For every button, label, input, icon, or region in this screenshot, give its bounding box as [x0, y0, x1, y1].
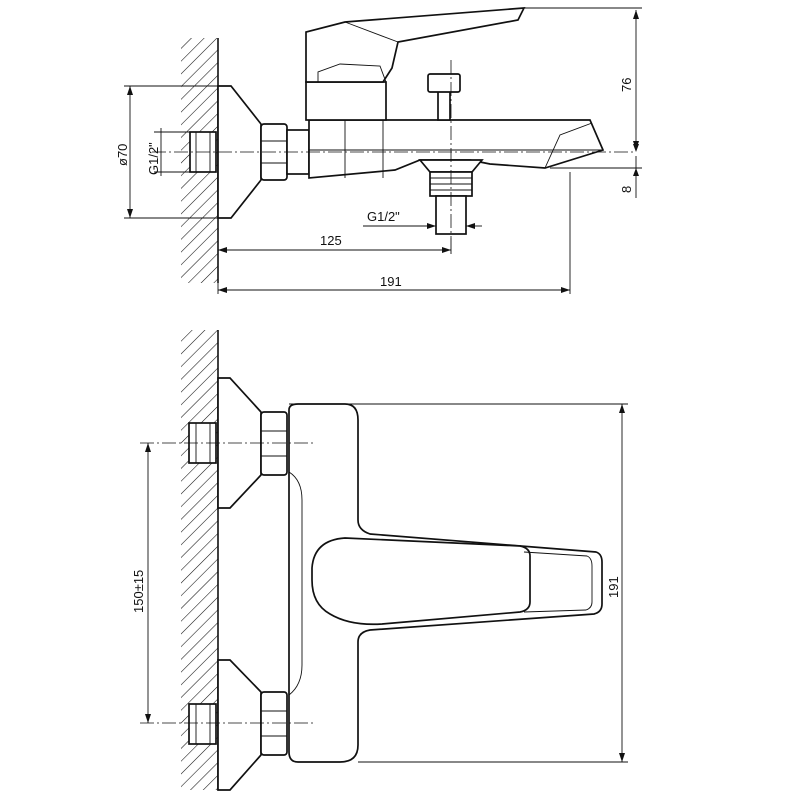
dim-label-thread-inlet: G1/2": [146, 142, 161, 175]
dim-label-spacing: 150±15: [131, 570, 146, 613]
lever-handle-top: [311, 537, 531, 626]
inlet-bridge-top: [288, 471, 303, 696]
dim-label-height-bottom: 8: [619, 186, 634, 193]
cartridge-housing-side: [305, 81, 387, 121]
wall-flange-top-lower: [217, 659, 262, 791]
dim-label-diameter: ø70: [115, 144, 130, 166]
diverter-knob-side: [427, 73, 461, 93]
hex-nut-top-lower: [260, 691, 288, 756]
side-view: ø70 G1/2" 76 8 G1/2" 125 191: [115, 7, 642, 294]
diverter-stem-side: [437, 89, 451, 121]
dim-label-depth: 191: [606, 576, 621, 598]
hex-nut-top-upper: [260, 411, 288, 476]
dim-label-length-outlet: 125: [320, 233, 342, 248]
dim-label-height-top: 76: [619, 78, 634, 92]
dim-label-thread-outlet: G1/2": [367, 209, 400, 224]
dim-label-length-total: 191: [380, 274, 402, 289]
top-view: 150±15 191: [131, 330, 628, 791]
lever-handle-side: [305, 7, 526, 83]
inlet-pipe-top-lower: [188, 703, 217, 745]
